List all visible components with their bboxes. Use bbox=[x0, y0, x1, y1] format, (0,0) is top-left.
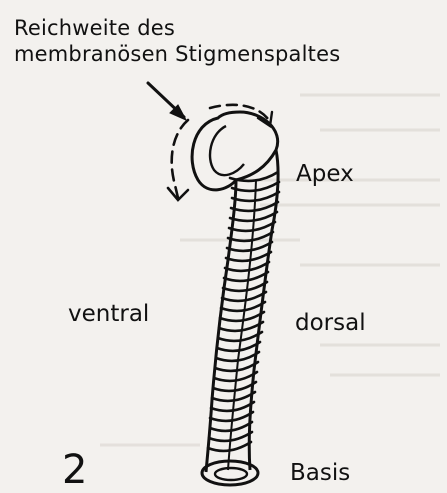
base-inner-ellipse bbox=[215, 468, 247, 480]
label-ventral: ventral bbox=[68, 303, 149, 326]
label-apex: Apex bbox=[296, 163, 354, 186]
apex-opening bbox=[210, 126, 244, 175]
dashed-extent-outline bbox=[172, 120, 188, 198]
figure-number: 2 bbox=[62, 450, 87, 490]
base-outer-ellipse bbox=[202, 461, 258, 485]
annotation-line-1: Reichweite des bbox=[14, 18, 175, 39]
background-ghost-text bbox=[100, 95, 440, 445]
annotation-line-2: membranösen Stigmenspaltes bbox=[14, 44, 340, 65]
pointer-arrow bbox=[148, 83, 186, 120]
label-basis: Basis bbox=[290, 462, 350, 485]
label-dorsal: dorsal bbox=[295, 312, 366, 335]
